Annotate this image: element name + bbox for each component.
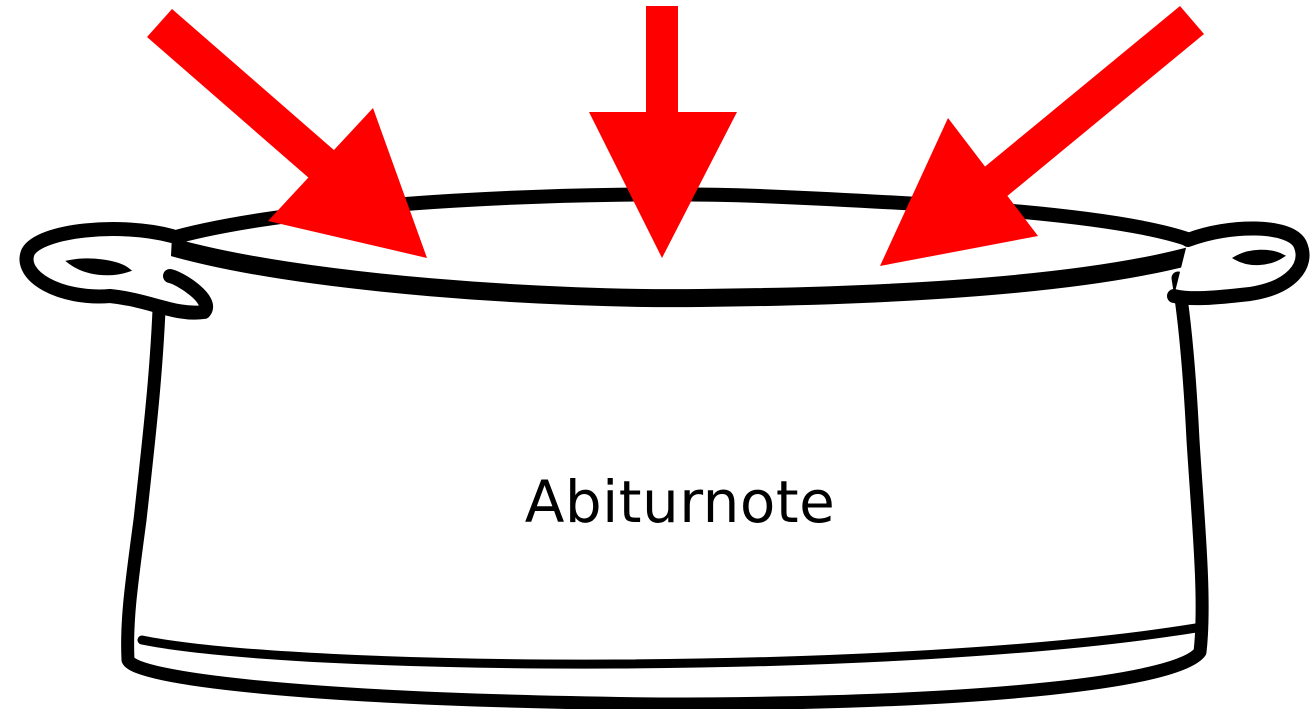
pot-handle-right <box>1174 228 1303 298</box>
arrows-group <box>147 6 1204 266</box>
pot-handle-right-hole <box>1236 252 1282 263</box>
pot-icon <box>27 194 1303 704</box>
pot-label: Abiturnote <box>380 468 980 536</box>
arrow-center-icon <box>589 6 737 258</box>
arrow-left-icon <box>147 9 427 258</box>
